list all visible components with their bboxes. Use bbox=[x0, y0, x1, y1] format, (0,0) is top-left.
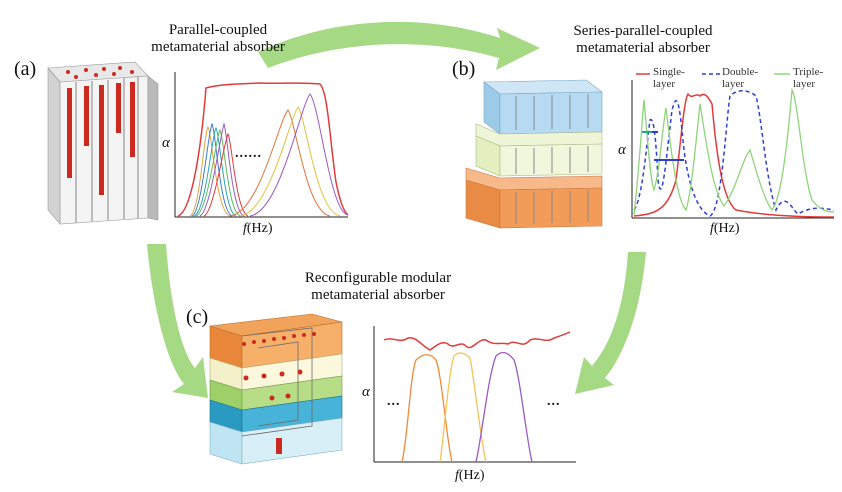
panel-a-peak-7 bbox=[229, 109, 331, 217]
panel-c-envelope-curve bbox=[383, 331, 571, 351]
panel-a-peak-5 bbox=[199, 122, 245, 217]
panel-b-title: Series-parallel-coupled metamaterial abs… bbox=[548, 23, 738, 57]
legend-single-line1: Single- bbox=[653, 66, 685, 78]
arrow-a-to-c bbox=[147, 244, 208, 398]
panel-b-label: (b) bbox=[452, 58, 476, 80]
series-parallel-absorber-model bbox=[465, 79, 603, 229]
panel-b-xlabel-f: f bbox=[710, 221, 714, 236]
panel-b-triple-layer-curve bbox=[633, 87, 835, 216]
panel-b-legend-single: Single- layer bbox=[653, 66, 685, 90]
legend-triple-line1: Triple- bbox=[793, 66, 824, 78]
panel-c-ylabel: α bbox=[362, 384, 370, 400]
panel-a-peak-6 bbox=[203, 132, 249, 217]
parallel-absorber-model bbox=[47, 61, 159, 225]
panel-b-chart bbox=[631, 73, 835, 219]
panel-a-peak-2 bbox=[191, 122, 233, 217]
panel-a-peak-4 bbox=[195, 128, 241, 217]
panel-a-xlabel-f: f bbox=[243, 221, 247, 236]
panel-a-peak-3 bbox=[193, 127, 237, 217]
panel-c-chart bbox=[373, 326, 576, 463]
panel-b-legend-triple: Triple- layer bbox=[793, 66, 823, 90]
panel-c-title: Reconfigurable modular metamaterial abso… bbox=[268, 270, 488, 304]
panel-a-title: Parallel-coupled metamaterial absorber bbox=[118, 22, 318, 56]
panel-c-title-line1: Reconfigurable modular bbox=[304, 270, 452, 286]
legend-double-line1: Double- bbox=[722, 66, 759, 78]
panel-c-title-line2: metamaterial absorber bbox=[311, 287, 445, 303]
panel-a-xlabel-unit: (Hz) bbox=[246, 221, 273, 236]
panel-c-band-orange bbox=[401, 354, 453, 463]
panel-c-band-yellow bbox=[439, 352, 487, 463]
panel-b-double-layer-curve bbox=[633, 90, 835, 217]
panel-b-shift-markers bbox=[642, 131, 684, 161]
panel-c-band-purple bbox=[475, 351, 533, 463]
panel-a-peak-9 bbox=[249, 93, 349, 217]
legend-triple-line2: layer bbox=[793, 78, 815, 90]
reconfigurable-absorber-model bbox=[209, 313, 343, 465]
panel-c-xlabel-f: f bbox=[455, 468, 459, 483]
panel-b-xlabel-unit: (Hz) bbox=[713, 221, 740, 236]
panel-a-ellipsis: ...... bbox=[235, 146, 262, 161]
panel-b-single-layer-curve bbox=[633, 92, 835, 218]
panel-c-xlabel-unit: (Hz) bbox=[458, 468, 485, 483]
panel-a-peak-1 bbox=[189, 126, 231, 217]
panel-c-xlabel: f(Hz) bbox=[455, 468, 485, 484]
panel-c-ellipsis-right: ... bbox=[547, 394, 561, 409]
panel-a-xlabel: f(Hz) bbox=[243, 221, 273, 237]
panel-c-label: (c) bbox=[186, 306, 209, 328]
panel-a-chart bbox=[174, 72, 349, 218]
panel-a-envelope-curve bbox=[177, 82, 349, 217]
panel-b-title-line1: Series-parallel-coupled bbox=[573, 23, 713, 39]
panel-b-xlabel: f(Hz) bbox=[710, 221, 740, 237]
panel-b-title-line2: metamaterial absorber bbox=[576, 40, 710, 56]
arrow-a-to-b bbox=[258, 21, 540, 71]
panel-c-ellipsis-left: ... bbox=[387, 394, 401, 409]
panel-a-label: (a) bbox=[14, 58, 37, 80]
panel-b-ylabel: α bbox=[618, 142, 626, 158]
panel-a-peak-8 bbox=[239, 106, 341, 217]
panel-b-legend-double: Double- layer bbox=[722, 66, 758, 90]
legend-single-line2: layer bbox=[653, 78, 675, 90]
arrow-b-to-c bbox=[575, 252, 646, 394]
panel-a-title-line2: metamaterial absorber bbox=[151, 39, 285, 55]
panel-a-ylabel: α bbox=[162, 135, 170, 151]
legend-double-line2: layer bbox=[722, 78, 744, 90]
panel-a-title-line1: Parallel-coupled bbox=[168, 22, 268, 38]
